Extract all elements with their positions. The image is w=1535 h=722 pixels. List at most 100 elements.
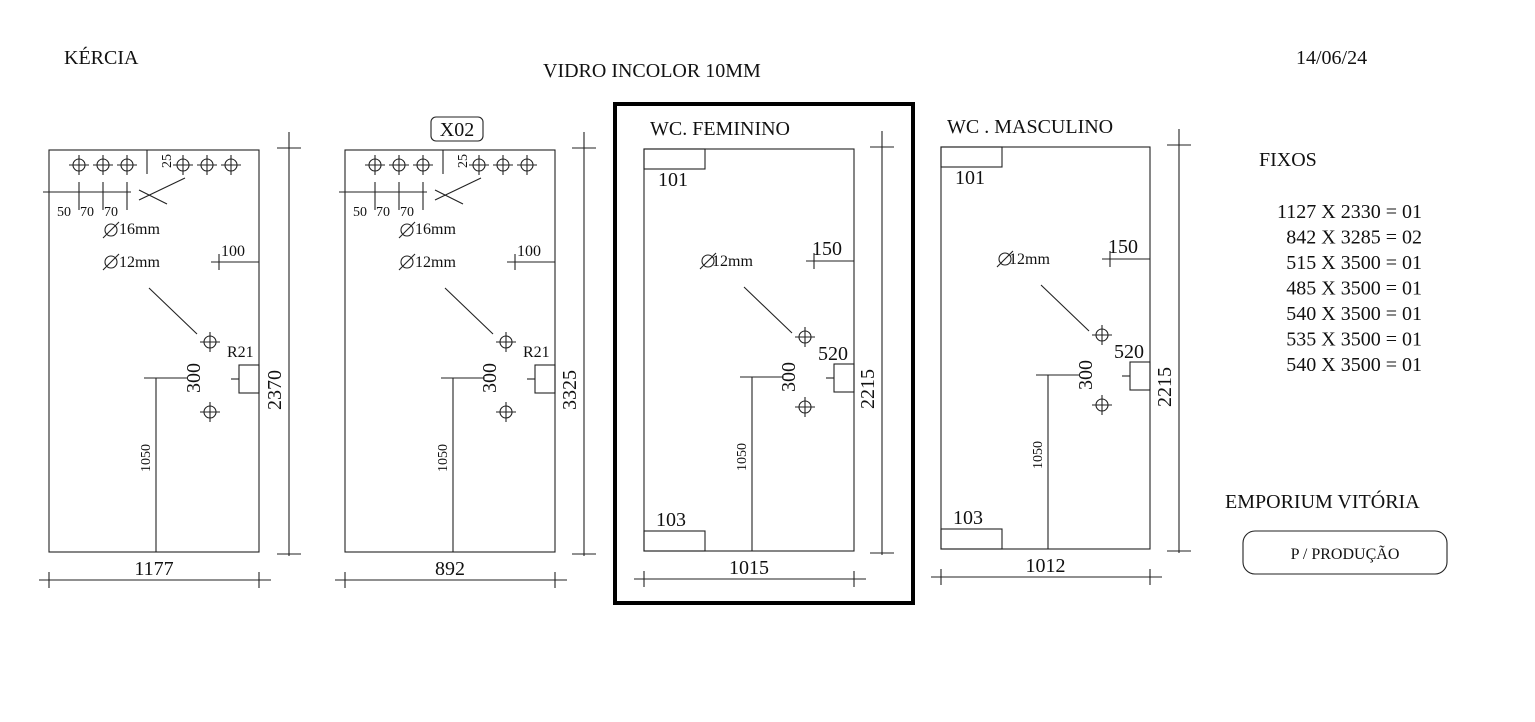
- diameter-icon: [699, 252, 717, 270]
- corner-patch-top-label: 101: [955, 167, 985, 189]
- hole-leader: [138, 189, 168, 205]
- hole-marker: [496, 402, 516, 422]
- hole-leader: [138, 177, 186, 201]
- diameter-icon: [996, 250, 1014, 268]
- corner-patch-bottom-label: 103: [953, 507, 983, 529]
- hole-marker: [365, 155, 385, 175]
- hole-marker: [493, 155, 513, 175]
- floor-height-dim: 1050: [735, 443, 750, 471]
- lock-notch: [1129, 361, 1151, 391]
- hole-16mm-label: 16mm: [119, 221, 160, 238]
- width-dim: 1012: [1026, 555, 1066, 577]
- panel-label: WC . MASCULINO: [947, 116, 1113, 138]
- project-name: EMPORIUM VITÓRIA: [1225, 489, 1420, 513]
- selection-frame: [613, 102, 915, 605]
- floor-height-dim: 1050: [139, 444, 154, 472]
- stamp-box[interactable]: [1242, 530, 1448, 575]
- spacing-dim: 50: [57, 205, 71, 220]
- height-dim: 2370: [264, 370, 286, 410]
- height-dim: 2215: [1154, 367, 1176, 407]
- material-title: VIDRO INCOLOR 10MM: [543, 60, 761, 82]
- radius-dim: R21: [523, 344, 550, 361]
- floor-height-dim: 1050: [436, 444, 451, 472]
- height-dim: 2215: [857, 369, 879, 409]
- width-dim: 1177: [134, 558, 173, 580]
- hole-leader: [1040, 284, 1090, 332]
- stamp-label[interactable]: P / PRODUÇÃO: [1291, 545, 1400, 563]
- fixos-item: 842 X 3285 = 02: [1286, 227, 1422, 249]
- fixos-item: 1127 X 2330 = 01: [1277, 201, 1422, 223]
- panel-outline: [48, 149, 260, 553]
- hole-marker: [117, 155, 137, 175]
- corner-patch-bottom-label: 103: [656, 509, 686, 531]
- hole-marker: [200, 332, 220, 352]
- panel-outline: [940, 146, 1151, 550]
- hole-marker: [517, 155, 537, 175]
- corner-patch-top: [643, 148, 706, 170]
- fixos-item: 540 X 3500 = 01: [1286, 354, 1422, 376]
- diameter-icon: [102, 253, 120, 271]
- client-name: KÉRCIA: [64, 46, 139, 69]
- lock-notch: [238, 364, 260, 394]
- hole-marker: [795, 397, 815, 417]
- hole-marker: [1092, 395, 1112, 415]
- fixos-title: FIXOS: [1259, 149, 1317, 171]
- spacing-dim: 50: [353, 205, 367, 220]
- edge-distance-dim: 100: [517, 243, 541, 260]
- handle-spacing-dim: 300: [778, 362, 800, 392]
- hole-marker: [389, 155, 409, 175]
- glass-panel-4: WC . MASCULINO10122215520300105015012mm1…: [931, 116, 1191, 585]
- fixos-item: 485 X 3500 = 01: [1286, 278, 1422, 300]
- hole-marker: [221, 155, 241, 175]
- corner-patch-top: [940, 146, 1003, 168]
- hole-marker: [93, 155, 113, 175]
- fixos-item: 535 X 3500 = 01: [1286, 329, 1422, 351]
- hole-leader: [148, 287, 198, 335]
- fixos-item: 515 X 3500 = 01: [1286, 252, 1422, 274]
- spacing-dim: 70: [104, 205, 118, 220]
- panel-outline: [344, 149, 556, 553]
- height-dim: 3325: [559, 370, 581, 410]
- hole-marker: [413, 155, 433, 175]
- diameter-icon: [398, 221, 416, 239]
- top-offset-dim: 25: [160, 154, 175, 168]
- panel-tag: X02: [440, 119, 474, 141]
- date: 14/06/24: [1296, 47, 1367, 69]
- fixos-list: 1127 X 2330 = 01 842 X 3285 = 02 515 X 350…: [1277, 201, 1422, 376]
- spacing-dim: 70: [376, 205, 390, 220]
- handle-spacing-dim: 300: [479, 363, 501, 393]
- panel-outline: [643, 148, 855, 552]
- hole-leader: [743, 286, 793, 334]
- fixos-item: 540 X 3500 = 01: [1286, 303, 1422, 325]
- corner-patch-bottom: [643, 530, 706, 552]
- panel-label: WC. FEMININO: [650, 118, 790, 140]
- diameter-icon: [102, 221, 120, 239]
- hole-12mm-label: 12mm: [119, 254, 160, 271]
- edge-distance-dim: 100: [221, 243, 245, 260]
- floor-height-dim: 1050: [1031, 441, 1046, 469]
- lock-notch: [833, 363, 855, 393]
- hole-marker: [496, 332, 516, 352]
- corner-patch-top-label: 101: [658, 169, 688, 191]
- hole-leader: [434, 177, 482, 201]
- hole-12mm-label: 12mm: [712, 253, 753, 270]
- width-dim: 1015: [729, 557, 769, 579]
- hole-16mm-label: 16mm: [415, 221, 456, 238]
- edge-distance-dim: 150: [812, 238, 842, 260]
- spacing-dim: 70: [80, 205, 94, 220]
- handle-spacing-dim: 300: [183, 363, 205, 393]
- width-dim: 892: [435, 558, 465, 580]
- edge-distance-dim: 150: [1108, 236, 1138, 258]
- hole-marker: [200, 402, 220, 422]
- hole-leader: [444, 287, 494, 335]
- hole-12mm-label: 12mm: [415, 254, 456, 271]
- radius-dim: R21: [227, 344, 254, 361]
- hole-marker: [795, 327, 815, 347]
- hole-12mm-label: 12mm: [1009, 251, 1050, 268]
- top-offset-dim: 25: [456, 154, 471, 168]
- spacing-dim: 70: [400, 205, 414, 220]
